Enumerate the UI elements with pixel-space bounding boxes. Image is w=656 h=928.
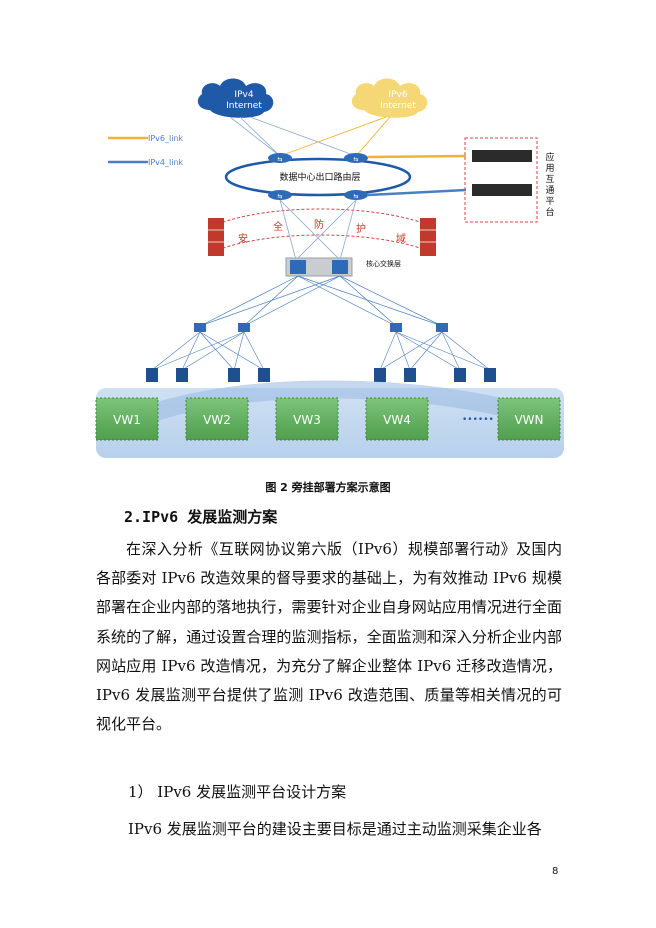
ipv4-cloud: IPv4 Internet [197, 78, 274, 118]
section-heading: 2.IPv6 发展监测方案 [124, 508, 278, 526]
body-paragraph: IPv6 发展监测平台的建设主要目标是通过主动监测采集企业各 [128, 820, 542, 838]
security-char: 域 [396, 232, 406, 245]
router-layer-label: 数据中心出口路由层 [279, 171, 360, 183]
app-platform-char: 用 [545, 163, 554, 174]
vw-label: VW1 [113, 413, 141, 427]
legend-ipv6-link: IPv6_link [148, 134, 184, 143]
aggregation-links [199, 275, 443, 327]
vw-label: VWN [514, 413, 543, 427]
app-platform-char: 平 [545, 196, 554, 207]
router-arrows-icon: ⇆ [353, 156, 358, 163]
security-char: 全 [273, 220, 283, 233]
switch-icon [194, 323, 206, 332]
server-icon [228, 368, 240, 382]
server-icon [472, 150, 532, 162]
ipv4-link-to-platform [367, 188, 467, 197]
legend-ipv4-link: IPv4_link [148, 158, 184, 167]
subsection-title: 1） IPv6 发展监测平台设计方案 [128, 783, 347, 801]
app-platform: 应 用 互 通 平 台 [464, 137, 555, 223]
core-switch-label: 核心交换层 [366, 259, 401, 268]
page-number: 8 [552, 866, 559, 877]
deployment-diagram: IPv4 Internet IPv6 Internet IPv6_link IP… [95, 78, 564, 458]
core-switch: 核心交换层 [285, 257, 401, 277]
server-icon [176, 368, 188, 382]
router-icons: ⇆ ⇆ ⇆ ⇆ [268, 153, 368, 200]
ipv6-link-to-platform [367, 154, 467, 159]
vw-block [95, 397, 159, 441]
vw-block [365, 397, 429, 441]
vw-block [497, 397, 561, 441]
legend: IPv6_link IPv4_link [108, 134, 184, 167]
switch-icon [290, 260, 306, 274]
server-icon [404, 368, 416, 382]
app-platform-char: 通 [545, 185, 554, 196]
server-icon [146, 368, 158, 382]
ipv6-cloud: IPv6 Internet [351, 78, 428, 118]
vw-label: VW4 [383, 413, 411, 427]
ipv4-cloud-line1: IPv4 [234, 90, 253, 100]
ipv6-cloud-line1: IPv6 [388, 90, 407, 100]
firewall-icon [420, 218, 436, 256]
figure-caption: 图 2 旁挂部署方案示意图 [265, 481, 391, 494]
security-domain: 安 全 防 护 域 [208, 208, 436, 256]
access-links [151, 331, 491, 371]
app-platform-char: 台 [545, 206, 554, 218]
ipv6-cloud-line2: Internet [380, 101, 416, 111]
router-arrows-icon: ⇆ [277, 193, 282, 200]
switch-icon [332, 260, 348, 274]
firewall-icon [208, 218, 224, 256]
vw-label: VW3 [293, 413, 321, 427]
cloud-links [229, 116, 357, 157]
server-icon [484, 368, 496, 382]
vw-block [185, 397, 249, 441]
core-links [279, 199, 357, 261]
router-arrows-icon: ⇆ [353, 193, 358, 200]
app-platform-char: 应 [545, 151, 554, 163]
switch-icon [436, 323, 448, 332]
vw-ellipsis: •••••• [462, 415, 494, 425]
server-icon [374, 368, 386, 382]
vw-blocks: VW1 VW2 VW3 VW4 •••••• VWN [95, 397, 561, 441]
ipv6-cloud-links [279, 116, 391, 157]
security-char: 防 [314, 218, 324, 231]
switch-icon [238, 323, 250, 332]
access-switches [146, 368, 496, 382]
aggregation-switches [194, 323, 448, 332]
vw-label: VW2 [203, 413, 231, 427]
router-layer-ring [224, 157, 412, 197]
security-char: 护 [356, 222, 366, 235]
security-char: 安 [238, 232, 248, 245]
ipv4-cloud-line2: Internet [226, 101, 262, 111]
body-paragraph: 在深入分析《互联网协议第六版（IPv6）规模部署行动》及国内各部委对 IPv6 … [96, 540, 562, 734]
switch-icon [390, 323, 402, 332]
app-platform-char: 互 [545, 174, 554, 185]
server-icon [472, 184, 532, 196]
vw-block [275, 397, 339, 441]
server-icon [258, 368, 270, 382]
router-arrows-icon: ⇆ [277, 156, 282, 163]
server-icon [454, 368, 466, 382]
